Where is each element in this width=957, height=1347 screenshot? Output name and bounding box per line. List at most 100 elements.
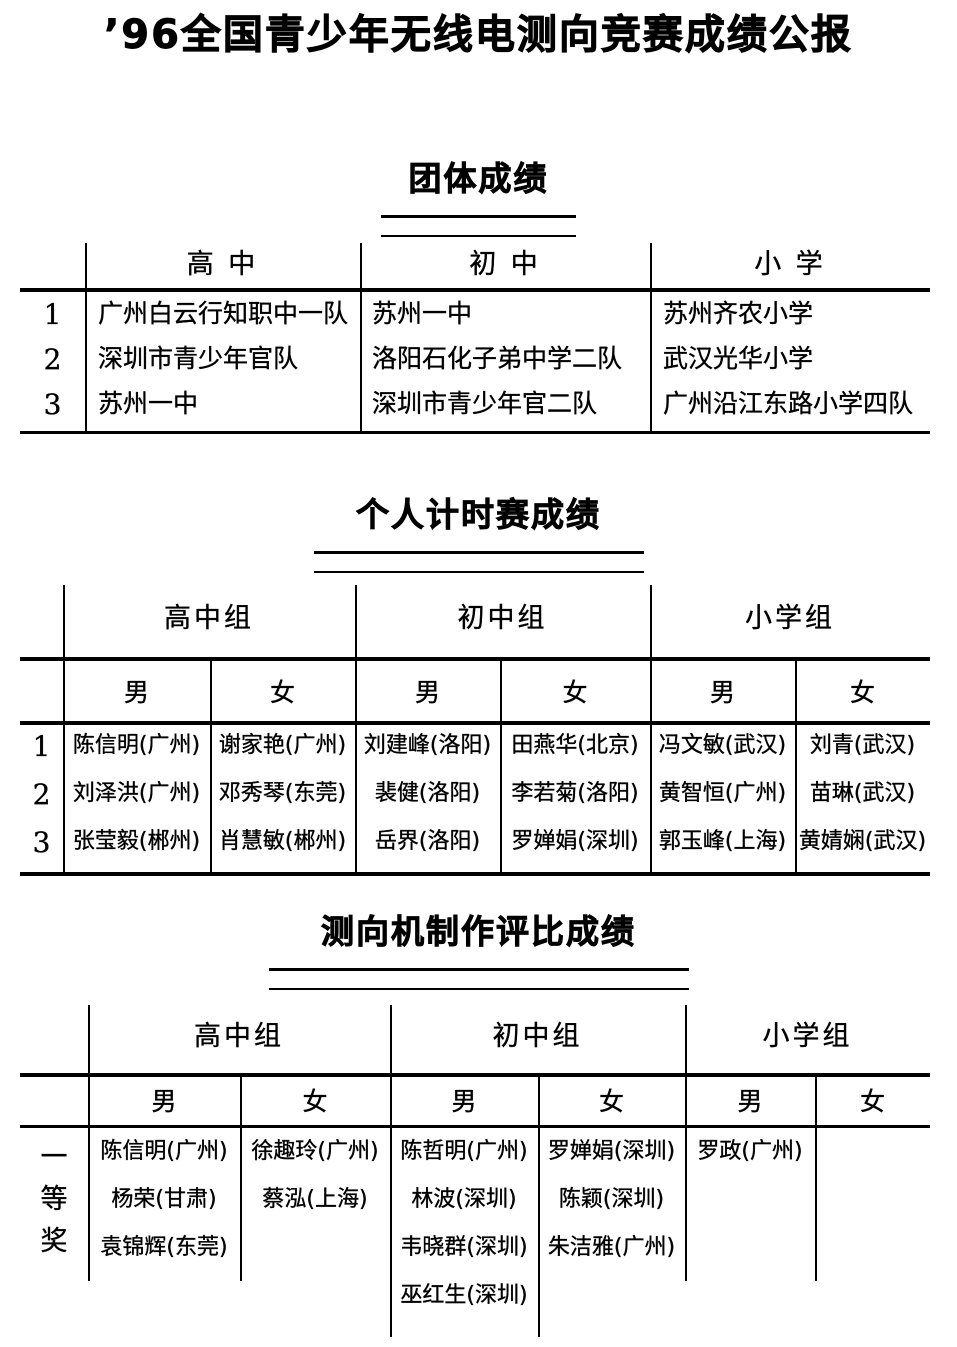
table-cell-senior-female: 谢家艳(广州) [218,733,347,758]
table-cell-primary-male: 黄智恒(广州) [658,781,787,806]
table-divider-group-2 [650,585,652,872]
table-divider-group-1 [390,1005,392,1281]
table-row-rank: 1 [43,298,62,331]
award-entry-senior-male: 陈信明(广州) [100,1139,228,1164]
table-divider-junior-extension-left [390,1281,392,1337]
table-divider-group-2 [685,1005,687,1281]
table-cell-junior-male: 刘建峰(洛阳) [363,733,492,758]
table-cell-junior-female: 罗婵娟(深圳) [511,829,639,854]
table-cell-senior-male: 张莹毅(郴州) [72,829,201,854]
column-header-primary: 小 学 [754,249,826,280]
section-heading-transmitter-build-text: 测向机制作评比成绩 [321,912,636,952]
group-header-senior: 高中组 [164,603,254,634]
table-cell-junior-female: 田燕华(北京) [511,733,639,758]
table-cell-senior-female: 邓秀琴(东莞) [218,781,347,806]
award-entry-junior-female: 罗婵娟(深圳) [547,1139,676,1164]
section-heading-team-results-text: 团体成绩 [408,159,549,199]
table-row-rank: 2 [32,778,51,811]
table-cell-senior-male: 刘泽洪(广州) [72,781,201,806]
table-divider-gender-junior [538,1077,540,1281]
gender-header-primary-female: 女 [849,678,875,707]
table-divider-1 [85,243,87,431]
heading-rule-top [313,551,644,554]
heading-rule-group [0,203,957,241]
page-title: ’96全国青少年无线电测向竞赛成绩公报 [104,12,853,59]
gender-header-senior-female: 女 [269,678,295,707]
table-transmitter-build: 高中组 初中组 小学组 男 女 男 女 男 女 一等奖 陈信明(广州) 杨荣(甘… [20,1005,930,1347]
table-divider-gender-primary [815,1077,817,1281]
award-label: 一等奖 [40,1142,68,1257]
table-rule-gender-bottom [20,721,930,725]
table-rule-gender-bottom [20,1125,930,1128]
award-entry-junior-male: 巫红生(深圳) [400,1283,528,1308]
table-cell-senior: 广州白云行知职中一队 [98,299,349,328]
award-entry-junior-male: 陈哲明(广州) [400,1139,528,1164]
table-cell-junior-male: 岳界(洛阳) [374,829,481,854]
heading-rule-top [268,968,689,971]
award-entry-junior-female: 陈颖(深圳) [558,1187,665,1212]
table-row-rank: 1 [32,730,51,763]
table-divider-junior-extension-right [538,1281,540,1337]
award-entry-senior-male: 杨荣(甘肃) [111,1187,217,1212]
gender-header-junior-female: 女 [562,678,588,707]
gender-header-senior-female: 女 [302,1087,328,1116]
table-cell-primary-male: 冯文敏(武汉) [658,733,787,758]
table-divider-award [88,1005,90,1281]
table-cell-junior-female: 李若菊(洛阳) [511,781,639,806]
table-cell-primary-female: 苗琳(武汉) [809,781,916,806]
section-heading-team-results: 团体成绩 [0,152,957,241]
heading-rule-bottom [268,988,689,990]
table-individual-timed: 高中组 初中组 小学组 男 女 男 女 男 女 1 陈信明(广州) 谢家艳(广州… [20,585,930,885]
table-cell-primary-male: 郭玉峰(上海) [658,829,787,854]
award-entry-senior-male: 袁锦辉(东莞) [100,1235,228,1260]
table-divider-gender-senior [240,1077,242,1281]
table-rule-bottom [20,431,930,434]
table-cell-junior: 洛阳石化子弟中学二队 [372,344,623,373]
table-cell-senior: 深圳市青少年官队 [98,344,299,373]
table-row-rank: 2 [43,343,62,376]
section-heading-individual-timed-text: 个人计时赛成绩 [356,495,601,535]
gender-header-primary-male: 男 [737,1087,763,1116]
heading-rule-top [381,215,576,218]
award-entry-junior-female: 朱洁雅(广州) [547,1235,676,1260]
award-entry-junior-male: 韦晓群(深圳) [400,1235,528,1260]
group-header-junior: 初中组 [457,603,548,634]
section-heading-transmitter-build: 测向机制作评比成绩 [0,905,957,994]
table-cell-primary: 苏州齐农小学 [663,299,814,328]
table-cell-senior-female: 肖慧敏(郴州) [218,829,347,854]
heading-rule-group [0,539,957,577]
column-header-senior: 高 中 [186,249,259,280]
award-entry-junior-male: 林波(深圳) [411,1187,517,1212]
gender-header-primary-female: 女 [859,1087,885,1116]
table-divider-gender-senior [210,661,212,872]
table-cell-senior: 苏州一中 [98,389,199,418]
heading-rule-bottom [381,235,576,237]
table-cell-primary: 广州沿江东路小学四队 [663,389,914,418]
gender-header-senior-male: 男 [123,678,149,707]
table-rule-group-bottom [20,657,930,661]
group-header-senior: 高中组 [194,1021,284,1052]
award-entry-senior-female: 徐趣玲(广州) [251,1139,379,1164]
table-cell-junior: 深圳市青少年官二队 [372,389,598,418]
gender-header-primary-male: 男 [709,678,735,707]
table-divider-gender-primary [795,661,797,872]
table-divider-group-1 [355,585,357,872]
table-cell-junior: 苏州一中 [372,299,473,328]
heading-rule-group [0,956,957,994]
table-divider-2 [360,243,362,431]
gender-header-junior-male: 男 [451,1087,477,1116]
table-team-results: 高 中 初 中 小 学 1 广州白云行知职中一队 苏州一中 苏州齐农小学 2 深… [20,243,930,434]
column-header-junior: 初 中 [469,249,541,280]
group-header-primary: 小学组 [762,1021,853,1052]
gender-header-senior-male: 男 [151,1087,177,1116]
table-row-rank: 3 [32,826,51,859]
table-divider-gender-junior [500,661,502,872]
table-cell-primary: 武汉光华小学 [663,344,814,373]
table-divider-3 [650,243,652,431]
table-rule-group-bottom [20,1073,930,1077]
table-rule-top [20,288,930,292]
section-heading-individual-timed: 个人计时赛成绩 [0,488,957,577]
table-rule-bottom [20,872,930,876]
table-divider-rank [63,585,65,872]
gender-header-junior-male: 男 [414,678,440,707]
